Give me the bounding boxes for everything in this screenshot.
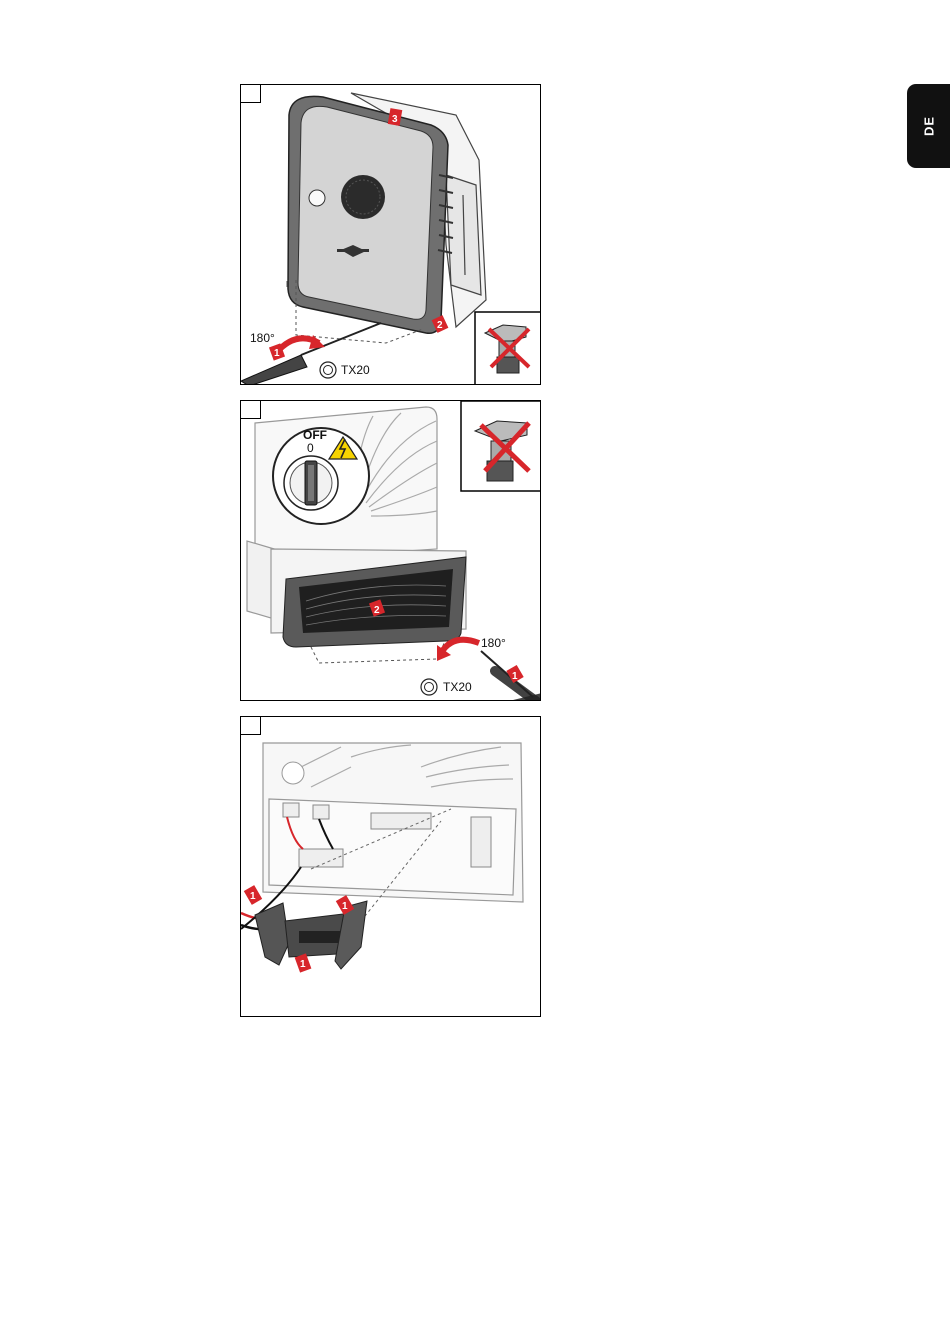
switch-position-label: 0: [307, 441, 314, 455]
illustration-remove-cable-cover: 1 1 1: [241, 717, 541, 1017]
marker-2-text: 2: [374, 605, 380, 616]
no-drill-inset: [475, 312, 541, 385]
marker-2-text: 2: [437, 320, 443, 331]
illustration-switch-off-open-cover: OFF 0 1 2 180° TX20: [241, 401, 541, 701]
tool-label: TX20: [443, 680, 472, 694]
dc-switch-callout: [273, 428, 369, 524]
marker-1-text: 1: [512, 671, 518, 682]
step-number-box: [241, 717, 261, 735]
step-panel-3: 1 1 1: [240, 716, 541, 1017]
language-tab-label: DE: [921, 116, 936, 136]
rotation-angle-label: 180°: [481, 636, 506, 650]
language-tab[interactable]: DE: [907, 84, 950, 168]
step-number-box: [241, 401, 261, 419]
step-panel-2: OFF 0 1 2 180° TX20: [240, 400, 541, 701]
marker-1-text: 1: [274, 348, 280, 359]
torx-icon: [421, 679, 437, 695]
torx-icon: [320, 362, 336, 378]
rotate-arrow: [441, 640, 479, 653]
marker-1-text: 1: [250, 891, 256, 902]
tool-label: TX20: [341, 363, 370, 377]
marker-1-text: 1: [300, 959, 306, 970]
marker-1-text: 1: [342, 901, 348, 912]
switch-off-label: OFF: [303, 428, 327, 442]
no-drill-inset: [461, 401, 541, 491]
illustration-remove-cover: 1 2 3 180° TX20: [241, 85, 541, 385]
rotation-angle-label: 180°: [250, 331, 275, 345]
marker-3-text: 3: [392, 114, 398, 125]
step-panel-1: 1 2 3 180° TX20: [240, 84, 541, 385]
inverter-housing: [288, 96, 453, 333]
step-number-box: [241, 85, 261, 103]
